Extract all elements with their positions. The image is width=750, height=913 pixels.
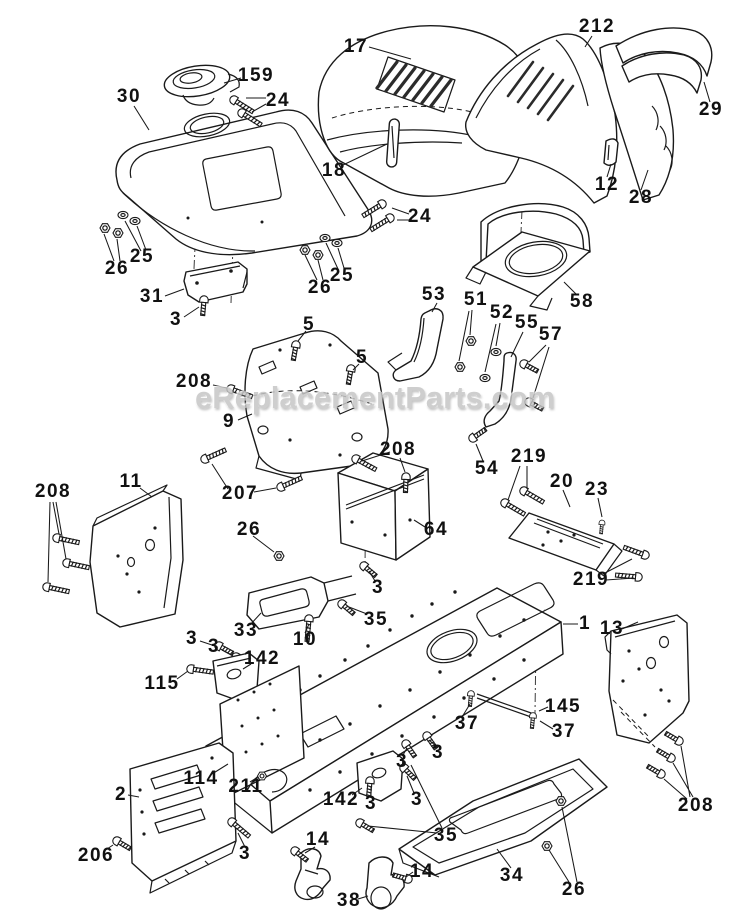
part-callout-12: 12 xyxy=(594,174,620,195)
part-callout-13: 13 xyxy=(599,618,625,639)
part-callout-28: 28 xyxy=(628,187,654,208)
part-callout-3: 3 xyxy=(371,577,385,598)
part-callout-35: 35 xyxy=(363,609,389,630)
part-callout-23: 23 xyxy=(584,479,610,500)
part-51-52-55-57-54-hardware xyxy=(454,336,546,445)
part-callout-34: 34 xyxy=(499,865,525,886)
part-64-battery-box xyxy=(273,452,431,561)
part-callout-26: 26 xyxy=(307,277,333,298)
part-callout-211: 211 xyxy=(228,776,264,797)
part-callout-3: 3 xyxy=(395,751,409,772)
part-callout-212: 212 xyxy=(578,16,616,37)
watermark: eReplacementParts.com xyxy=(195,380,556,415)
part-callout-9: 9 xyxy=(222,411,236,432)
part-callout-142: 142 xyxy=(243,648,281,669)
part-callout-24: 24 xyxy=(407,206,433,227)
part-11-panel xyxy=(41,484,184,628)
part-callout-31: 31 xyxy=(139,286,165,307)
part-callout-17: 17 xyxy=(343,36,369,57)
part-callout-14: 14 xyxy=(305,829,331,850)
part-callout-5: 5 xyxy=(302,314,316,335)
part-159-gas-cap xyxy=(163,64,240,106)
part-2-footrest xyxy=(110,742,253,894)
part-callout-26: 26 xyxy=(236,519,262,540)
part-callout-58: 58 xyxy=(569,291,595,312)
part-callout-219: 219 xyxy=(572,569,610,590)
part-callout-53: 53 xyxy=(421,284,447,305)
part-145-rod xyxy=(466,689,538,730)
part-callout-11: 11 xyxy=(119,471,143,492)
part-callout-10: 10 xyxy=(292,629,318,650)
part-callout-25: 25 xyxy=(329,265,355,286)
part-callout-55: 55 xyxy=(514,312,540,333)
part-callout-14: 14 xyxy=(409,861,435,882)
part-callout-206: 206 xyxy=(77,845,115,866)
part-13-panel xyxy=(604,614,690,781)
part-20-plate xyxy=(498,484,651,583)
part-28-side-panel xyxy=(599,42,675,201)
part-callout-207: 207 xyxy=(221,483,259,504)
part-callout-26: 26 xyxy=(104,258,130,279)
part-callout-38: 38 xyxy=(336,890,362,911)
part-callout-29: 29 xyxy=(698,99,724,120)
part-callout-37: 37 xyxy=(454,713,480,734)
part-33-seat-bracket xyxy=(212,559,380,669)
part-callout-25: 25 xyxy=(129,246,155,267)
part-callout-5: 5 xyxy=(355,347,369,368)
part-31-bracket xyxy=(183,261,248,317)
part-25-26-hardware-left xyxy=(99,210,141,238)
part-58-shroud xyxy=(465,202,591,311)
part-callout-208: 208 xyxy=(175,371,213,392)
part-callout-30: 30 xyxy=(116,86,142,107)
part-callout-35: 35 xyxy=(433,825,459,846)
part-callout-3: 3 xyxy=(431,742,445,763)
part-29-trim xyxy=(615,27,713,94)
part-142-bracket-lower xyxy=(353,750,419,835)
part-callout-219: 219 xyxy=(510,446,548,467)
part-callout-208: 208 xyxy=(379,439,417,460)
part-34-step-pan xyxy=(398,758,608,878)
part-callout-3: 3 xyxy=(410,789,424,810)
part-callout-3: 3 xyxy=(207,636,221,657)
part-callout-24: 24 xyxy=(265,90,291,111)
part-callout-26: 26 xyxy=(561,879,587,900)
part-callout-3: 3 xyxy=(185,628,199,649)
part-callout-208: 208 xyxy=(34,481,72,502)
part-callout-52: 52 xyxy=(489,302,515,323)
part-callout-2: 2 xyxy=(114,784,128,805)
part-38-bracket-right xyxy=(365,856,414,910)
part-callout-64: 64 xyxy=(423,519,449,540)
part-callout-3: 3 xyxy=(364,793,378,814)
part-callout-145: 145 xyxy=(544,696,582,717)
part-callout-18: 18 xyxy=(321,160,347,181)
part-callout-142: 142 xyxy=(322,789,360,810)
part-callout-51: 51 xyxy=(463,289,489,310)
part-callout-3: 3 xyxy=(238,843,252,864)
part-18-trim-strip xyxy=(385,118,401,168)
part-callout-54: 54 xyxy=(474,458,500,479)
part-53-bracket-arm xyxy=(387,308,444,382)
part-callout-20: 20 xyxy=(549,471,575,492)
part-callout-208: 208 xyxy=(677,795,715,816)
part-callout-33: 33 xyxy=(233,620,259,641)
part-30-hood-top xyxy=(115,109,373,256)
leader-lines xyxy=(47,35,711,900)
part-12-clip xyxy=(603,138,619,166)
part-callout-3: 3 xyxy=(169,309,183,330)
part-callout-1: 1 xyxy=(578,613,592,634)
part-callout-114: 114 xyxy=(183,768,219,789)
part-callout-159: 159 xyxy=(237,65,275,86)
part-14-bracket-left xyxy=(288,844,331,901)
part-callout-37: 37 xyxy=(551,721,577,742)
part-callout-57: 57 xyxy=(538,324,564,345)
part-callout-115: 115 xyxy=(144,673,180,694)
